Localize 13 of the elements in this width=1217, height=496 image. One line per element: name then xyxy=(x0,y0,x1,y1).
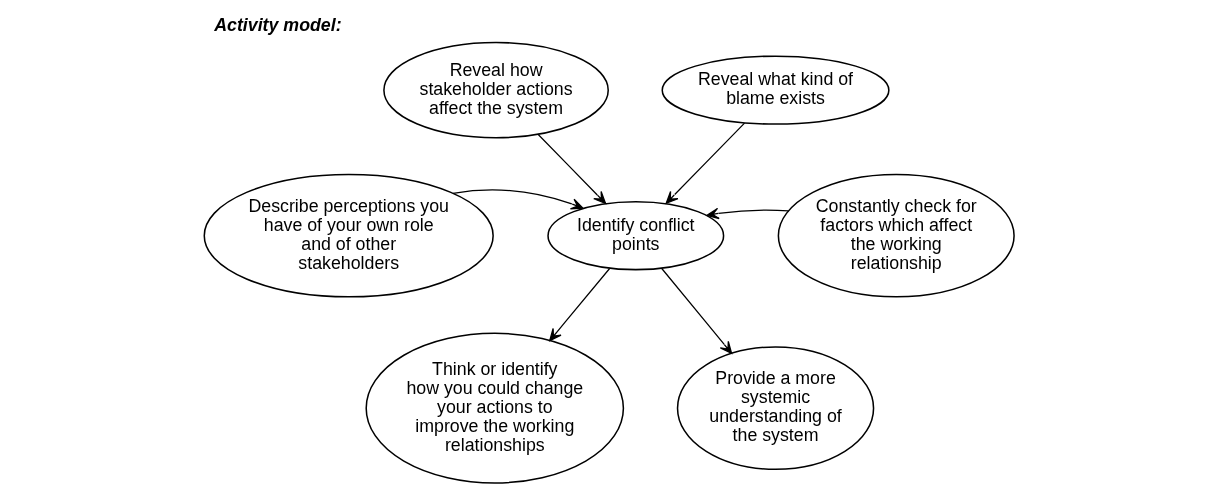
node-ellipse: Constantly check for factors which affect the working relationship xyxy=(777,173,1015,298)
diagram-title: Activity model: xyxy=(213,15,342,36)
node-ellipse: Provide a more systemic understanding of the system xyxy=(676,346,874,471)
node-ellipse: Reveal what kind of blame exists xyxy=(661,55,890,125)
arrow xyxy=(548,267,610,342)
arrow xyxy=(705,207,789,220)
arrow xyxy=(451,189,584,210)
node-ellipse: Think or identify how you could change your actions to improve the working relationships xyxy=(364,332,624,484)
arrow xyxy=(665,122,745,204)
arrow xyxy=(660,267,732,355)
node-ellipse: Describe perceptions you have of your own role and of other stakeholders xyxy=(203,173,494,298)
arrow xyxy=(536,133,606,204)
node-ellipse: Reveal how stakeholder actions affect the system xyxy=(382,41,609,139)
